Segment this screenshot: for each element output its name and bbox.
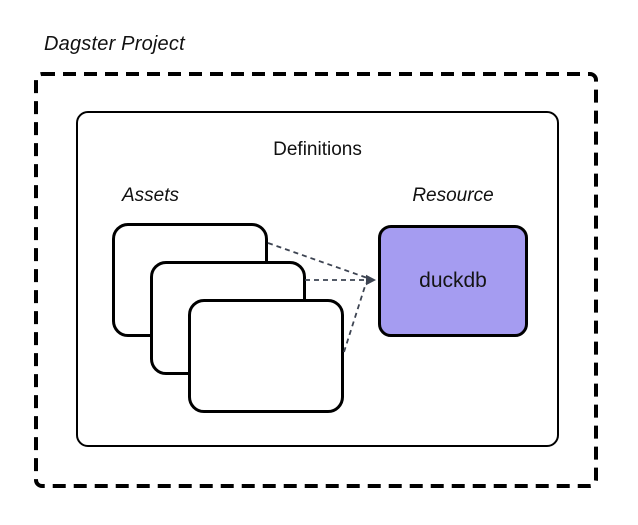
- resource-box-duckdb: duckdb: [378, 225, 528, 337]
- assets-label: Assets: [122, 185, 180, 206]
- project-title: Dagster Project: [44, 33, 185, 55]
- asset-card: [188, 299, 344, 413]
- resource-name: duckdb: [419, 269, 487, 292]
- definitions-label: Definitions: [273, 139, 362, 160]
- resource-label: Resource: [412, 185, 494, 206]
